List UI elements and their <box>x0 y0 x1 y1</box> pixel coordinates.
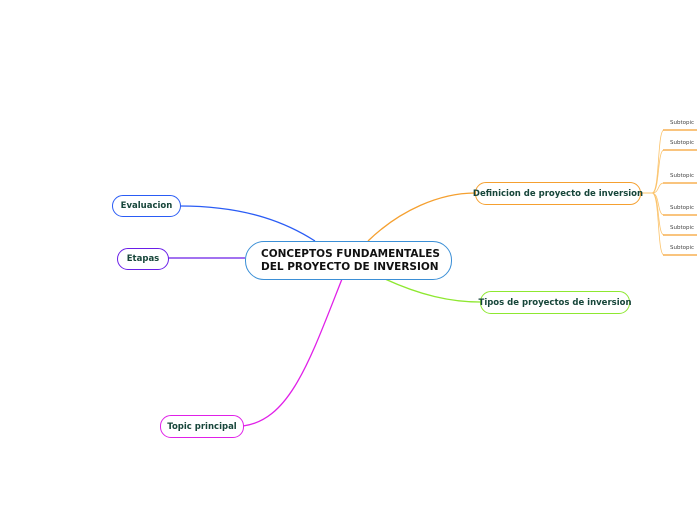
subtopic-connector <box>641 182 665 194</box>
subtopic-connector <box>641 129 665 194</box>
topic-definicion[interactable]: Definicion de proyecto de inversion <box>473 182 643 205</box>
topic-tipos[interactable]: Tipos de proyectos de inversion <box>479 291 632 314</box>
topic-evaluacion[interactable]: Evaluacion <box>112 195 181 217</box>
subtopic[interactable]: Subtopic <box>670 173 695 179</box>
subtopic-connector <box>641 192 665 256</box>
topic-principal[interactable]: Topic principal <box>160 415 244 438</box>
subtopic[interactable]: Subtopic <box>670 225 695 231</box>
subtopic-connector <box>641 192 665 236</box>
connector-topic-principal <box>242 278 343 427</box>
connector-definicion <box>367 192 476 242</box>
subtopic[interactable]: Subtopic <box>670 140 695 146</box>
topic-etapas[interactable]: Etapas <box>117 248 169 270</box>
subtopic-connector <box>641 192 665 216</box>
connector-tipos <box>384 278 481 303</box>
subtopic[interactable]: Subtopic <box>670 245 695 251</box>
subtopic[interactable]: Subtopic <box>670 120 695 126</box>
central-topic[interactable]: CONCEPTOS FUNDAMENTALES DEL PROYECTO DE … <box>245 241 452 280</box>
subtopic[interactable]: Subtopic <box>670 205 695 211</box>
subtopic-connector <box>641 149 665 194</box>
connector-evaluacion <box>179 205 316 242</box>
